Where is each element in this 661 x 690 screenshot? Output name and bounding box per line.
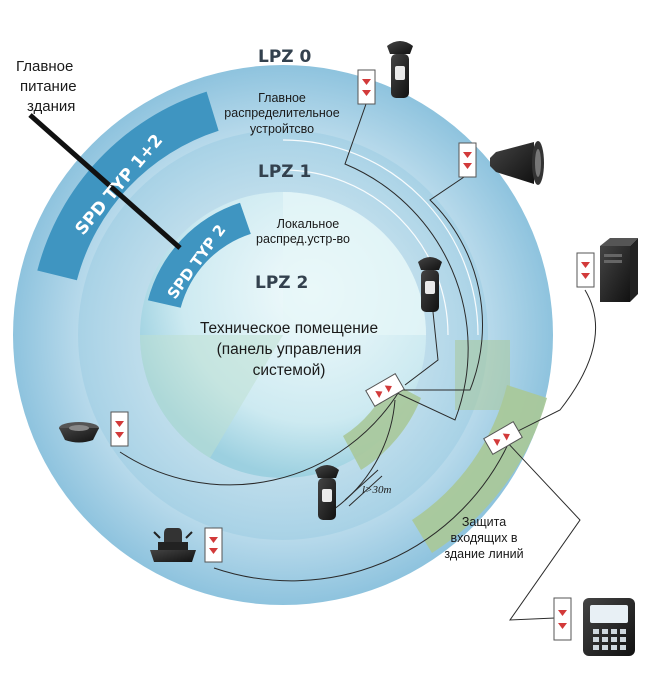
wire-camera-bottom bbox=[329, 399, 396, 513]
wire-smoke bbox=[119, 389, 401, 486]
wire-camera-top bbox=[344, 103, 469, 421]
wire-server bbox=[499, 289, 597, 441]
spd-box-band-outer bbox=[483, 421, 523, 455]
svg-text:питание: питание bbox=[20, 78, 77, 95]
core-green-tint bbox=[140, 335, 283, 458]
distance-label: l>30m bbox=[362, 484, 391, 496]
svg-text:входящих в: входящих в bbox=[450, 531, 517, 545]
main-power-cable bbox=[28, 113, 182, 250]
protection-band-inner bbox=[343, 381, 421, 470]
svg-text:системой): системой) bbox=[253, 362, 326, 379]
zone-label-lpz0: LPZ 0 bbox=[258, 47, 312, 67]
horn-speaker-icon bbox=[490, 141, 544, 185]
bus-line-a bbox=[282, 139, 479, 336]
main-power-label: Главное питание здания bbox=[16, 58, 77, 115]
spd-box-band-inner bbox=[365, 373, 405, 407]
zone-label-lpz2: LPZ 2 bbox=[255, 273, 308, 293]
camera-inner-icon bbox=[418, 257, 442, 312]
wire-distance-1 bbox=[344, 469, 379, 501]
local-distributor-label: Локальное распред.устр-во bbox=[256, 217, 350, 246]
svg-text:здание линий: здание линий bbox=[444, 547, 523, 561]
wire-distance-2 bbox=[348, 475, 383, 507]
camera-icon bbox=[387, 41, 413, 98]
spd-box-horn bbox=[458, 142, 477, 178]
core-highlight-sector bbox=[283, 192, 426, 335]
wire-terminal bbox=[504, 439, 581, 621]
svg-text:(панель управления: (панель управления bbox=[217, 341, 362, 358]
smoke-detector-icon bbox=[59, 422, 99, 443]
spd-outer-band bbox=[37, 91, 219, 281]
main-distributor-label: Главное распределительное устройтсво bbox=[224, 91, 339, 136]
svg-text:Главное: Главное bbox=[16, 58, 73, 75]
protection-band-link bbox=[455, 340, 510, 410]
tech-room-label: Техническое помещение (панель управления… bbox=[200, 320, 378, 379]
spd-box-smoke bbox=[110, 411, 129, 447]
spd-box-server bbox=[576, 252, 595, 288]
spd-box-beacon bbox=[204, 527, 223, 563]
svg-text:Защита: Защита bbox=[462, 515, 506, 529]
wire-horn bbox=[400, 174, 484, 391]
svg-text:устройтсво: устройтсво bbox=[250, 122, 314, 136]
beacon-siren-icon bbox=[150, 528, 196, 562]
svg-text:распред.устр-во: распред.устр-во bbox=[256, 232, 350, 246]
svg-text:Главное: Главное bbox=[258, 91, 306, 105]
access-terminal-icon bbox=[583, 598, 635, 656]
spd-box-terminal bbox=[553, 597, 572, 641]
svg-text:распределительное: распределительное bbox=[224, 106, 339, 120]
wire-camera-inner bbox=[404, 311, 439, 386]
camera-bottom-icon bbox=[315, 465, 339, 520]
svg-text:Техническое помещение: Техническое помещение bbox=[200, 320, 378, 337]
zone-label-lpz1: LPZ 1 bbox=[258, 162, 311, 182]
svg-text:здания: здания bbox=[27, 98, 75, 115]
svg-text:Локальное: Локальное bbox=[277, 217, 340, 231]
bus-line-b bbox=[282, 169, 449, 336]
protection-label: Защита входящих в здание линий bbox=[444, 515, 523, 561]
spd-box-camera-top bbox=[357, 69, 376, 105]
wire-beacon bbox=[213, 439, 511, 582]
server-tower-icon bbox=[600, 238, 638, 302]
spd-inner-band bbox=[147, 202, 251, 308]
